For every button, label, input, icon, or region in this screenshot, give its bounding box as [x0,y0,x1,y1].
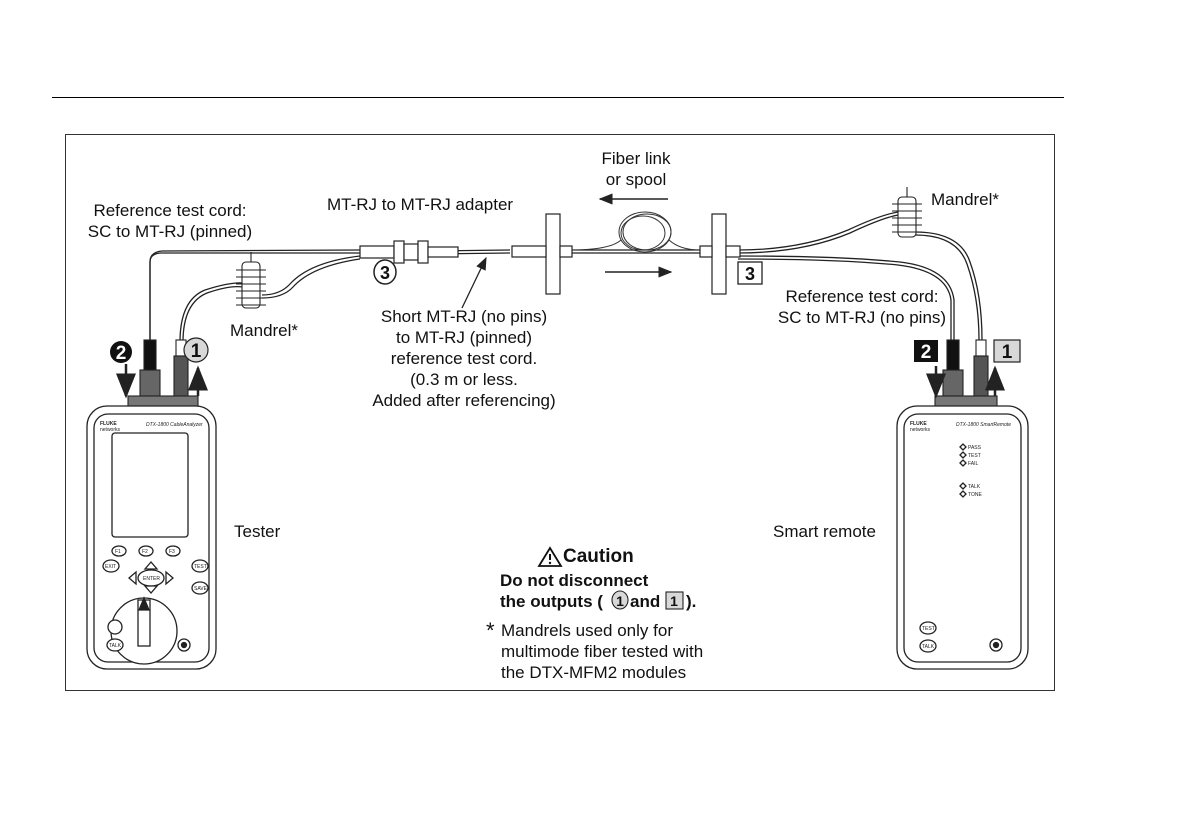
marker-adapter-right-label: 3 [745,264,755,284]
tester-brand-sub: networks [100,427,121,433]
short-cord-line2: to MT-RJ (pinned) [395,328,533,347]
caution-marker-1-round [611,590,629,610]
remote-led-tone: TONE [968,492,982,498]
marker-adapter-right [737,261,763,285]
remote-brand-sub: networks [910,427,931,433]
tester-key-talk: TALK [109,643,122,649]
tester-screen [111,432,189,538]
footnote-star: * [486,618,495,643]
ref-cord-right-output [737,211,899,251]
tester-model: DTX-1800 CableAnalyzer [146,422,203,428]
caution-line2-end: ). [686,592,697,611]
tester-key-f2: F2 [142,549,148,555]
remote-model: DTX-1800 SmartRemote [956,422,1011,428]
marker-adapter-left-label: 3 [380,263,390,283]
footnote-line1: Mandrels used only for [501,621,673,640]
short-cord-line5: Added after referencing) [372,391,556,410]
tester-key-save: SAVE [194,586,208,592]
short-cord-line3: reference test cord. [390,349,538,368]
caution-marker-1-round-label: 1 [616,593,624,609]
footnote-line2: multimode fiber tested with [501,642,704,661]
remote-key-test: TEST [922,626,935,632]
mandrel-left-label: Mandrel* [230,321,299,340]
adapter-label: MT-RJ to MT-RJ adapter [327,195,514,214]
pointer-short-cord [461,256,487,309]
tester-key-f3: F3 [169,549,175,555]
diagram-frame [65,134,1055,691]
caution-line2-start: the outputs ( [500,592,603,611]
marker-tester-in [110,341,132,363]
footnote-text: Mandrels used only for multimode fiber t… [501,620,703,683]
remote-led-talk: TALK [968,484,981,490]
ref-cord-left-output [179,282,244,343]
ref-cord-left-line2: SC to MT-RJ (pinned) [87,222,253,241]
tester-key-test: TEST [194,564,207,570]
mandrel-right-label: Mandrel* [931,190,1000,209]
ref-cord-left-line1: Reference test cord: [93,201,247,220]
page-header-rule [52,97,1064,98]
remote-key-talk: TALK [922,644,935,650]
marker-remote-in [914,340,938,362]
tester-key-f1: F1 [115,549,121,555]
remote-connectors [934,339,998,409]
marker-adapter-left [373,259,397,285]
ref-cord-right-no-pins [737,255,955,340]
caution-line1: Do not disconnect [500,571,649,590]
fiber-link-label: Fiber link or spool [580,148,692,190]
remote-brand: FLUKE [910,421,927,427]
fiber-link-line2: or spool [605,170,667,189]
tester-key-exit: EXIT [105,564,116,570]
warning-icon [537,546,563,567]
tester-connectors [127,339,199,409]
marker-tester-in-label: 2 [116,343,127,364]
ref-cord-right-line2: SC to MT-RJ (no pins) [777,308,947,327]
caution-title: Caution [563,546,634,567]
remote-device [896,405,1029,670]
marker-remote-out-label: 1 [1002,342,1013,363]
marker-tester-out-label: 1 [191,341,202,362]
tester-label: Tester [234,522,281,541]
ref-cord-right-label: Reference test cord: SC to MT-RJ (no pin… [764,286,960,328]
caution-marker-1-square-label: 1 [670,593,678,609]
caution-line2-and: and [630,592,661,611]
fiber-link-line1: Fiber link [601,149,671,168]
smart-remote-label: Smart remote [773,522,876,541]
remote-led-fail: FAIL [968,461,979,467]
short-cord-line4: (0.3 m or less. [410,370,518,389]
tester-device [86,405,217,670]
mandrel-right [892,187,922,238]
mtrj-adapter [359,240,459,264]
ref-cord-left-label: Reference test cord: SC to MT-RJ (pinned… [72,200,268,242]
remote-led-pass: PASS [968,445,982,451]
ref-cord-right-line1: Reference test cord: [785,287,939,306]
marker-remote-out [993,339,1021,363]
mandrel-left [236,252,266,309]
marker-remote-in-label: 2 [921,342,932,363]
caution-marker-1-square [665,591,684,610]
patch-panels [511,213,741,295]
fiber-spool [569,211,701,253]
marker-tester-out [183,337,209,363]
footnote-line3: the DTX-MFM2 modules [501,663,687,682]
remote-led-test: TEST [968,453,981,459]
tester-brand: FLUKE [100,421,117,427]
fiber-cords [149,211,983,343]
short-cord-label: Short MT-RJ (no pins) to MT-RJ (pinned) … [358,306,570,411]
tester-key-enter: ENTER [143,576,160,582]
short-cord-line1: Short MT-RJ (no pins) [380,307,548,326]
